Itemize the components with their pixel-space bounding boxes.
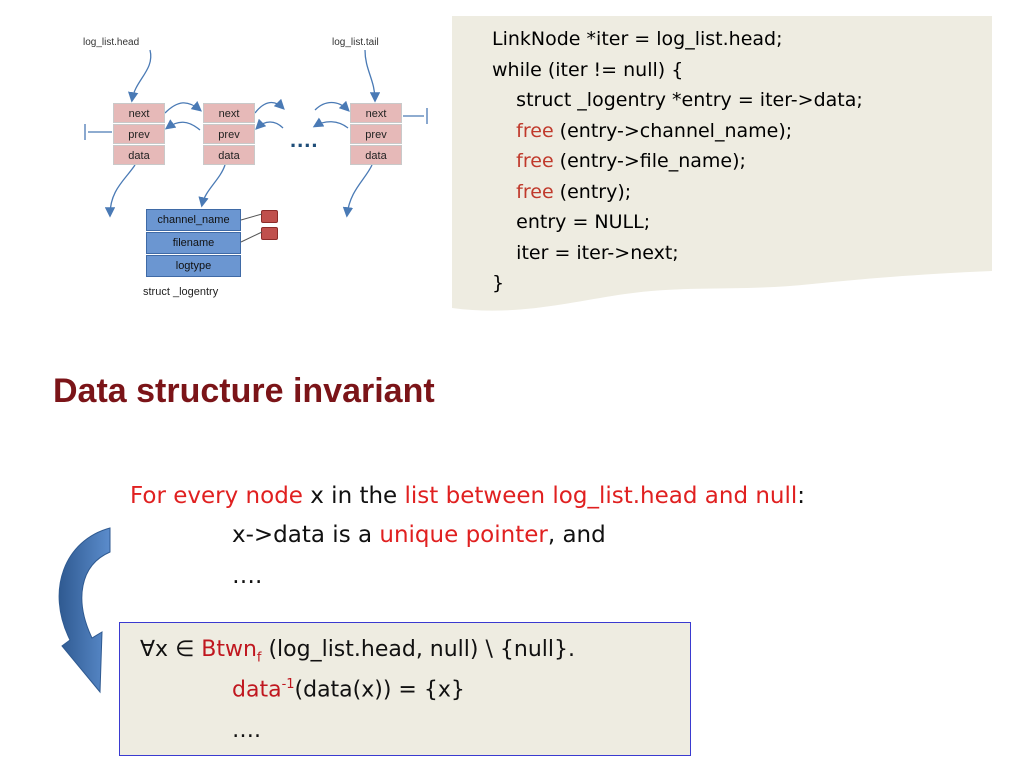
- channel-name-buffer-icon: [261, 210, 278, 223]
- code-line-7: entry = NULL;: [516, 211, 651, 233]
- code-line-4: (entry->channel_name);: [553, 119, 793, 142]
- node-next-field: next: [350, 103, 402, 123]
- head-pointer-label: log_list.head: [83, 37, 140, 48]
- buffer-connectors: [240, 213, 263, 243]
- formula-line-2: data-1(data(x)) = {x}: [232, 677, 465, 702]
- entry-channel-name-field: channel_name: [146, 209, 241, 231]
- code-line-1: LinkNode *iter = log_list.head;: [492, 28, 783, 50]
- tail-pointer-arrow: [364, 49, 381, 103]
- tail-pointer-label: log_list.tail: [332, 37, 379, 48]
- invariant-highlight: list between log_list.head and null: [404, 483, 798, 509]
- list-node-1: next prev data: [113, 103, 165, 166]
- btwn-subscript: f: [256, 650, 262, 666]
- list-node-tail: next prev data: [350, 103, 402, 166]
- node-prev-field: prev: [203, 124, 255, 144]
- invariant-line-1: For every node x in the list between log…: [130, 483, 805, 509]
- invariant-text: :: [797, 483, 806, 509]
- code-line-2: while (iter != null) {: [492, 58, 684, 81]
- data-inverse-fn: data: [232, 677, 282, 703]
- code-line-9: }: [492, 272, 505, 294]
- forall-symbol: ∀x ∈: [140, 637, 202, 662]
- list-ellipsis: ....: [290, 127, 319, 152]
- code-line-8: iter = iter->next;: [516, 241, 679, 264]
- formula-text: (data(x)) = {x}: [294, 677, 465, 703]
- node-data-field: data: [350, 145, 402, 165]
- node-prev-field: prev: [350, 124, 402, 144]
- invariant-text: , and: [547, 522, 606, 548]
- curved-arrow-icon: [58, 527, 111, 694]
- slide-title: Data structure invariant: [53, 372, 435, 410]
- linked-list-diagram: log_list.head log_list.tail next prev da…: [0, 0, 450, 320]
- entry-logtype-field: logtype: [146, 255, 241, 277]
- list-node-2: next prev data: [203, 103, 255, 166]
- head-pointer-arrow: [128, 49, 152, 103]
- invariant-highlight: unique pointer: [379, 522, 548, 548]
- node-data-field: data: [113, 145, 165, 165]
- btwn-predicate: Btwn: [201, 637, 257, 662]
- formula-text: (log_list.head, null) \ {null}.: [261, 637, 575, 662]
- code-snippet: LinkNode *iter = log_list.head; while (i…: [492, 24, 863, 299]
- node-data-field: data: [203, 145, 255, 165]
- code-line-3: struct _logentry *entry = iter->data;: [516, 89, 863, 111]
- free-keyword: free: [516, 150, 554, 172]
- diagram-arrows: [84, 49, 428, 218]
- invariant-line-2: x->data is a unique pointer, and: [232, 522, 606, 548]
- code-line-6: (entry);: [553, 180, 632, 203]
- logentry-struct: channel_name filename logtype: [146, 209, 241, 278]
- entry-filename-field: filename: [146, 232, 241, 254]
- node-prev-field: prev: [113, 124, 165, 144]
- node-next-field: next: [113, 103, 165, 123]
- formula-line-3: ….: [232, 718, 261, 743]
- formula-box: [119, 622, 691, 756]
- formula-line-1: ∀x ∈ Btwnf (log_list.head, null) \ {null…: [140, 637, 575, 665]
- inverse-superscript: -1: [281, 677, 295, 692]
- invariant-text: x->data is a: [232, 522, 380, 548]
- invariant-text: x in the: [302, 483, 405, 509]
- invariant-highlight: For every node: [130, 483, 303, 509]
- logentry-caption: struct _logentry: [143, 286, 219, 298]
- free-keyword: free: [516, 180, 554, 203]
- code-background: [452, 16, 992, 311]
- filename-buffer-icon: [261, 227, 278, 240]
- code-line-5: (entry->file_name);: [553, 150, 746, 172]
- node-next-field: next: [203, 103, 255, 123]
- free-keyword: free: [516, 119, 554, 142]
- invariant-line-3: ….: [232, 563, 263, 589]
